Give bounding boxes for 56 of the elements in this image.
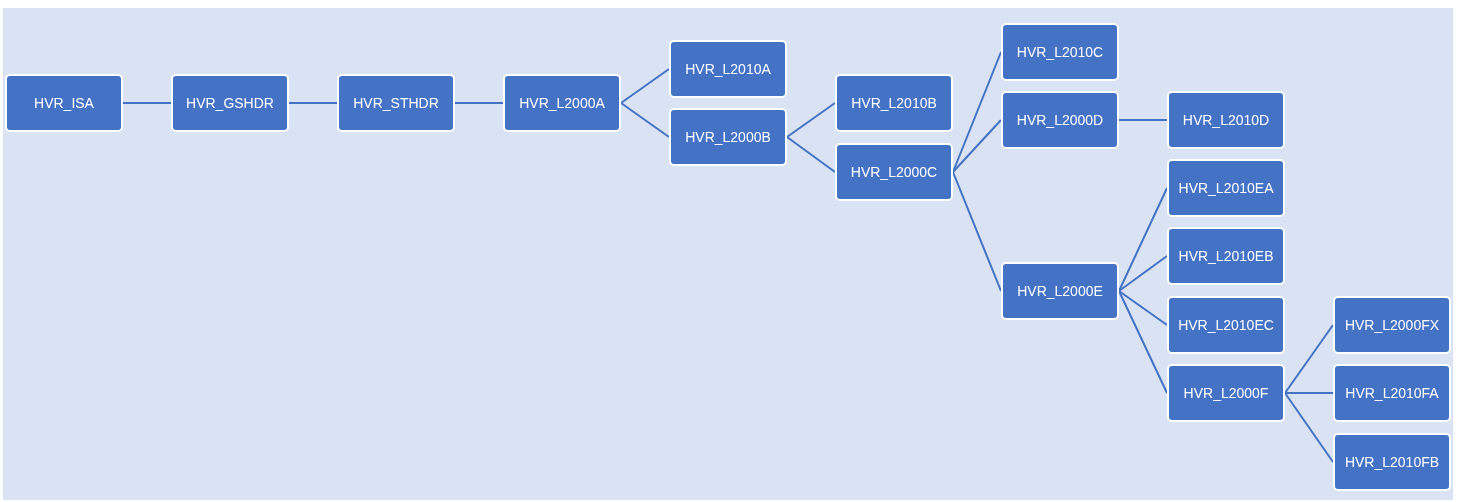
connector-line — [1284, 392, 1334, 463]
connector-line — [952, 51, 1002, 173]
connector-line — [952, 171, 1002, 292]
node-label: HVR_L2010C — [1016, 44, 1104, 60]
process-box — [5, 74, 123, 132]
connector-line — [1118, 290, 1168, 394]
node-label: HVR_L2000FX — [1344, 317, 1440, 333]
connector-line — [122, 102, 172, 104]
connector-line — [454, 102, 504, 104]
node-label: HVR_ISA — [34, 95, 94, 111]
connector-line — [1118, 290, 1168, 326]
node-label: HVR_L2010FB — [1344, 454, 1440, 470]
node-label: HVR_L2000A — [519, 95, 605, 111]
process-box — [1001, 23, 1119, 81]
connector-line — [1118, 187, 1168, 292]
node-label: HVR_STHDR — [353, 95, 439, 111]
node-label: HVR_L2010FA — [1345, 385, 1439, 401]
connector-line — [1284, 392, 1334, 394]
process-box — [503, 74, 621, 132]
process-box — [1333, 364, 1451, 422]
connector-line — [786, 102, 836, 138]
process-box — [1167, 364, 1285, 422]
node-label: HVR_L2000D — [1016, 112, 1104, 128]
process-box — [1167, 296, 1285, 354]
node-label: HVR_L2010B — [851, 95, 937, 111]
node-label: HVR_L2000E — [1017, 283, 1103, 299]
connector-line — [288, 102, 338, 104]
process-box — [669, 108, 787, 166]
process-box — [835, 143, 953, 201]
node-label: HVR_L2010D — [1182, 112, 1270, 128]
connector-line — [786, 136, 836, 173]
node-label: HVR_L2010EB — [1178, 248, 1274, 264]
process-box — [1167, 91, 1285, 149]
connector-line — [620, 68, 670, 104]
process-box — [1167, 159, 1285, 217]
process-box — [1333, 433, 1451, 491]
connector-line — [1118, 119, 1168, 121]
process-box — [337, 74, 455, 132]
node-label: HVR_L2010A — [685, 61, 771, 77]
connector-line — [1118, 255, 1168, 292]
node-label: HVR_L2000B — [685, 129, 771, 145]
process-box — [1167, 227, 1285, 285]
connector-line — [952, 119, 1002, 173]
node-label: HVR_L2000F — [1183, 385, 1269, 401]
process-box — [835, 74, 953, 132]
node-label: HVR_GSHDR — [186, 95, 274, 111]
process-box — [669, 40, 787, 98]
node-label: HVR_L2010EA — [1178, 180, 1274, 196]
connector-line — [1284, 324, 1334, 394]
node-label: HVR_L2000C — [850, 164, 938, 180]
process-box — [1001, 262, 1119, 320]
process-box — [1001, 91, 1119, 149]
connector-line — [620, 102, 670, 138]
node-label: HVR_L2010EC — [1178, 317, 1274, 333]
process-box — [1333, 296, 1451, 354]
process-box — [171, 74, 289, 132]
